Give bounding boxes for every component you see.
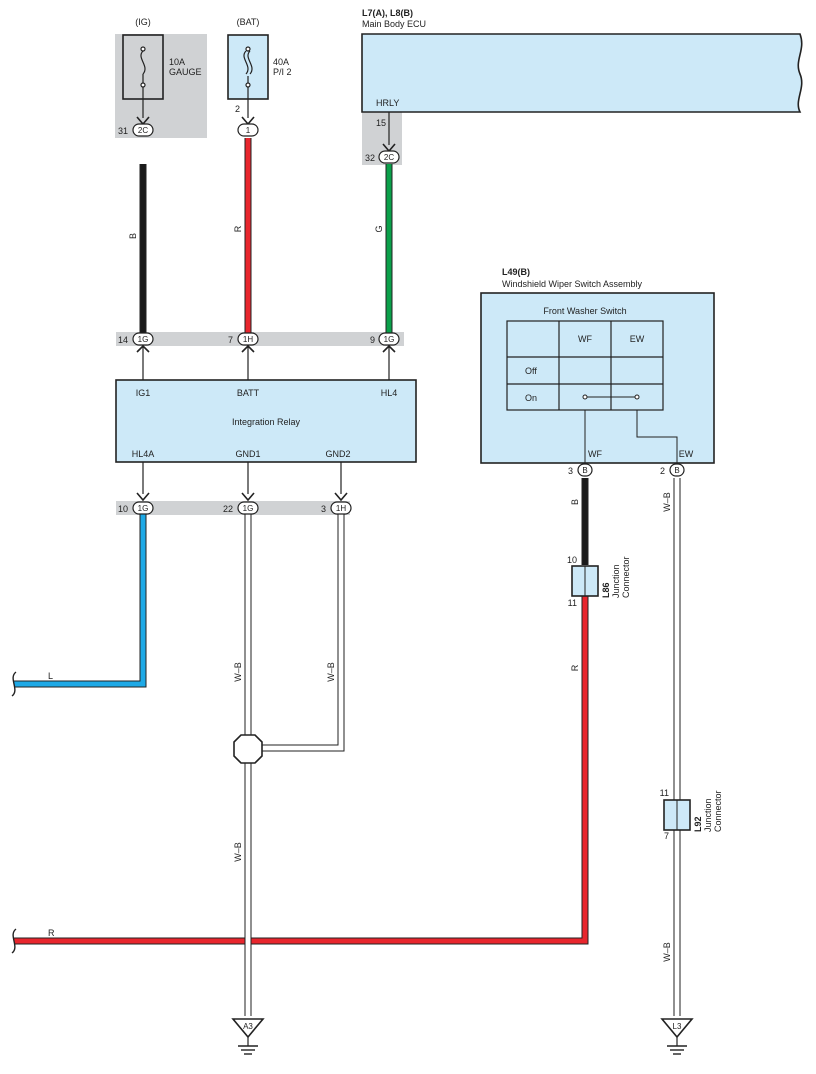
- main-body-ecu: [361, 33, 803, 113]
- fuse-gauge-name: GAUGE: [169, 67, 202, 77]
- switch-connectors: B 3 B 2: [568, 463, 685, 477]
- svg-text:14: 14: [118, 335, 128, 345]
- label-wire-ground-trunk: W–B: [233, 842, 243, 862]
- junction-l86: 10 11 L86 Junction Connector: [567, 555, 631, 608]
- switch-ref: L49(B): [502, 267, 530, 277]
- relay-terminal-gnd1: GND1: [235, 449, 260, 459]
- switch-ew-lead: [636, 410, 678, 463]
- ecu-ref: L7(A), L8(B): [362, 8, 413, 18]
- svg-text:22: 22: [223, 504, 233, 514]
- label-wire-ig: B: [128, 233, 138, 239]
- svg-text:3: 3: [568, 466, 573, 476]
- label-wire-gnd1: W–B: [233, 662, 243, 682]
- ground-l3-icon: L3: [660, 1018, 694, 1055]
- relay-name: Integration Relay: [232, 417, 301, 427]
- svg-text:1H: 1H: [336, 504, 346, 513]
- svg-text:Connector: Connector: [621, 556, 631, 598]
- svg-text:2C: 2C: [138, 126, 148, 135]
- svg-text:2: 2: [235, 104, 240, 114]
- switch-row-on: On: [525, 393, 537, 403]
- svg-text:2: 2: [660, 466, 665, 476]
- svg-text:Connector: Connector: [713, 790, 723, 832]
- switch-name: Windshield Wiper Switch Assembly: [502, 279, 643, 289]
- svg-text:L86: L86: [601, 582, 611, 598]
- connector-gauge-2c: 2C 31: [118, 116, 154, 137]
- relay-output-band: [116, 501, 350, 515]
- svg-text:32: 32: [365, 153, 375, 163]
- svg-text:Junction: Junction: [703, 798, 713, 832]
- wire-bottom-red: [14, 596, 588, 944]
- break-mark-left-lower-icon: [11, 928, 17, 954]
- relay-input-connectors: 1G 14 1H 7 1G 9: [118, 332, 400, 380]
- svg-text:7: 7: [228, 335, 233, 345]
- ecu-pin-top: 15: [376, 118, 386, 128]
- svg-text:Junction: Junction: [611, 564, 621, 598]
- connector-pi2-1: 2 1: [235, 104, 259, 137]
- front-washer-switch-table: [506, 320, 664, 411]
- fuse-box-band: [115, 34, 207, 138]
- svg-text:9: 9: [370, 335, 375, 345]
- switch-col-wf: WF: [578, 334, 592, 344]
- switch-terminal-ew: EW: [679, 449, 694, 459]
- svg-text:1G: 1G: [138, 504, 149, 513]
- label-wire-bat: R: [233, 225, 243, 232]
- ecu-name: Main Body ECU: [362, 19, 426, 29]
- splice-point-icon: [233, 734, 263, 764]
- relay-terminal-hl4: HL4: [381, 388, 398, 398]
- label-wire-hl4a: L: [48, 671, 53, 681]
- ecu-terminal-hrly: HRLY: [376, 98, 399, 108]
- label-wire-bottom-red: R: [48, 928, 55, 938]
- svg-text:3: 3: [321, 504, 326, 514]
- label-wire-gnd2: W–B: [326, 662, 336, 682]
- label-wire-l86-out: R: [570, 664, 580, 671]
- svg-text:1H: 1H: [243, 335, 253, 344]
- fuse-gauge-source: (IG): [135, 17, 151, 27]
- svg-text:L3: L3: [673, 1022, 682, 1031]
- fuse-pi2-rating: 40A: [273, 57, 289, 67]
- label-wire-ew: W–B: [662, 492, 672, 512]
- relay-input-band: [116, 332, 404, 346]
- svg-text:11: 11: [568, 598, 577, 608]
- ground-a3-icon: A3: [231, 1018, 265, 1055]
- svg-text:10: 10: [118, 504, 128, 514]
- svg-text:B: B: [582, 466, 587, 475]
- svg-text:A3: A3: [243, 1022, 253, 1031]
- relay-terminal-hl4a: HL4A: [132, 449, 155, 459]
- break-mark-left-upper-icon: [11, 671, 17, 697]
- label-wire-hrly: G: [374, 225, 384, 232]
- label-wire-l92-out: W–B: [662, 942, 672, 962]
- switch-terminal-wf: WF: [588, 449, 602, 459]
- relay-output-connectors: 1G 10 1G 22 1H 3: [118, 462, 352, 515]
- wire-hl4a-blue: [14, 514, 146, 687]
- fuse-gauge-rating: 10A: [169, 57, 185, 67]
- svg-text:1G: 1G: [243, 504, 254, 513]
- integration-relay: [115, 379, 417, 463]
- relay-terminal-batt: BATT: [237, 388, 260, 398]
- svg-text:1G: 1G: [384, 335, 395, 344]
- svg-text:1G: 1G: [138, 335, 149, 344]
- svg-text:7: 7: [664, 831, 669, 841]
- wire-gnd2-white: [252, 514, 344, 751]
- svg-text:10: 10: [567, 555, 577, 565]
- fuse-pi2-source: (BAT): [237, 17, 260, 27]
- label-wire-wf: B: [570, 499, 580, 505]
- switch-col-ew: EW: [630, 334, 645, 344]
- svg-text:1: 1: [246, 126, 251, 135]
- wiper-switch-assembly: [480, 292, 715, 464]
- relay-terminal-gnd2: GND2: [325, 449, 350, 459]
- svg-text:B: B: [674, 466, 679, 475]
- switch-row-off: Off: [525, 366, 537, 376]
- svg-text:11: 11: [660, 788, 669, 798]
- svg-text:31: 31: [118, 126, 128, 136]
- junction-l92: 11 7 L92 Junction Connector: [660, 788, 723, 841]
- fuse-pi2-name: P/I 2: [273, 67, 292, 77]
- switch-on-continuity-icon: [582, 394, 640, 400]
- connector-ecu-2c: 2C 32: [365, 143, 400, 164]
- svg-text:2C: 2C: [384, 153, 394, 162]
- svg-text:L92: L92: [693, 816, 703, 832]
- switch-table-title: Front Washer Switch: [543, 306, 626, 316]
- relay-terminal-ig1: IG1: [136, 388, 151, 398]
